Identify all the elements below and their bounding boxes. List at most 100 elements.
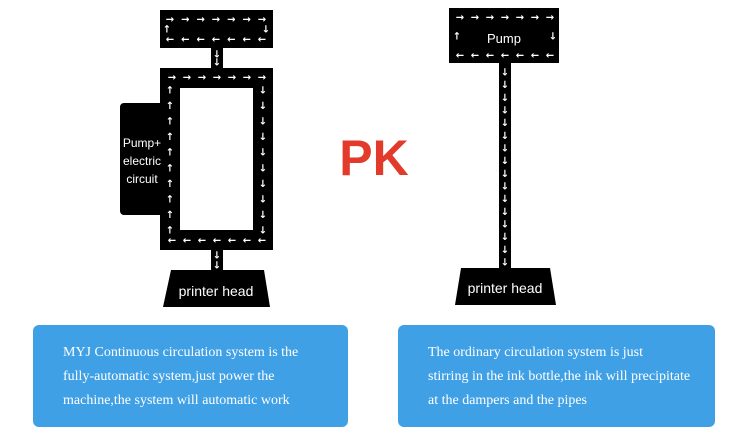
flow-arrow-down-icon: ↓ (259, 86, 267, 97)
flow-arrow-down-icon: ↓ (501, 245, 509, 256)
flow-arrow-down-icon: ↓ (501, 106, 509, 117)
flow-arrow-right-icon: → (486, 13, 494, 24)
left-pump-label-1: Pump+ (123, 136, 161, 150)
left-pump-label-3: circuit (126, 172, 158, 186)
flow-arrow-down-icon: ↓ (501, 207, 509, 218)
flow-arrow-left-icon: ← (501, 51, 509, 62)
flow-arrow-right-icon: → (168, 73, 176, 84)
right-pipe (499, 63, 511, 268)
flow-arrow-left-icon: ← (531, 51, 539, 62)
flow-arrow-up-icon: ↑ (166, 226, 174, 237)
flow-arrow-down-icon: ↓ (501, 144, 509, 155)
flow-arrow-left-icon: ← (486, 51, 494, 62)
flow-arrow-down-icon: ↓ (501, 93, 509, 104)
flow-arrow-up-icon: ↑ (166, 117, 174, 128)
flow-arrow-down-icon: ↓ (259, 194, 267, 205)
flow-arrow-right-icon: → (228, 73, 236, 84)
flow-arrow-right-icon: → (183, 73, 191, 84)
flow-arrow-left-icon: ← (258, 35, 266, 46)
flow-arrow-down-icon: ↓ (259, 132, 267, 143)
left-pump-label-2: electric (123, 154, 161, 168)
flow-arrow-up-icon: ↑ (166, 132, 174, 143)
flow-arrow-up-icon: ↑ (166, 194, 174, 205)
left-caption-line-2: fully-automatic system,just power the (63, 369, 275, 384)
flow-arrow-right-icon: → (456, 13, 464, 24)
flow-arrow-up-icon: ↑ (453, 32, 461, 43)
flow-arrow-left-icon: ← (166, 35, 174, 46)
flow-arrow-down-icon: ↓ (213, 58, 221, 69)
right-head-label: printer head (468, 280, 543, 296)
flow-arrow-up-icon: ↑ (166, 163, 174, 174)
left-system: →→→→→→→←←←←←←←↑↓↓↓→→→→→→→↓↓↓↓↓↓↓↓↓↓←←←←←… (120, 10, 273, 307)
flow-arrow-right-icon: → (198, 73, 206, 84)
flow-arrow-up-icon: ↑ (166, 86, 174, 97)
flow-arrow-down-icon: ↓ (259, 163, 267, 174)
flow-arrow-left-icon: ← (227, 35, 235, 46)
flow-arrow-left-icon: ← (258, 236, 266, 247)
flow-arrow-right-icon: → (531, 13, 539, 24)
flow-arrow-up-icon: ↑ (166, 148, 174, 159)
flow-arrow-right-icon: → (258, 15, 266, 26)
flow-arrow-down-icon: ↓ (213, 261, 221, 272)
right-caption-box: The ordinary circulation system is just … (398, 325, 715, 427)
left-flow-arrows: →→→→→→→←←←←←←←↑↓↓↓→→→→→→→↓↓↓↓↓↓↓↓↓↓←←←←←… (163, 15, 270, 272)
flow-arrow-down-icon: ↓ (501, 80, 509, 91)
flow-arrow-up-icon: ↑ (163, 25, 171, 36)
flow-arrow-down-icon: ↓ (213, 251, 221, 262)
left-caption-line-1: MYJ Continuous circulation system is the (63, 345, 299, 360)
flow-arrow-left-icon: ← (213, 236, 221, 247)
flow-arrow-down-icon: ↓ (259, 101, 267, 112)
left-main-loop (160, 68, 273, 250)
flow-arrow-left-icon: ← (228, 236, 236, 247)
left-printer-head (163, 270, 270, 307)
flow-arrow-down-icon: ↓ (501, 220, 509, 231)
right-pump-box (449, 8, 559, 63)
flow-arrow-up-icon: ↑ (166, 210, 174, 221)
flow-arrow-down-icon: ↓ (501, 182, 509, 193)
flow-arrow-left-icon: ← (516, 51, 524, 62)
flow-arrow-left-icon: ← (546, 51, 554, 62)
left-pump-block (120, 103, 165, 215)
flow-arrow-down-icon: ↓ (262, 25, 270, 36)
flow-arrow-right-icon: → (243, 73, 251, 84)
flow-arrow-down-icon: ↓ (259, 210, 267, 221)
flow-arrow-up-icon: ↑ (166, 179, 174, 190)
left-top-reservoir (160, 10, 273, 48)
flow-arrow-right-icon: → (227, 15, 235, 26)
right-pump-label: Pump (487, 31, 521, 46)
flow-arrow-right-icon: → (242, 15, 250, 26)
flow-arrow-down-icon: ↓ (501, 169, 509, 180)
flow-arrow-left-icon: ← (212, 35, 220, 46)
flow-arrow-down-icon: ↓ (501, 68, 509, 79)
flow-arrow-left-icon: ← (243, 236, 251, 247)
flow-arrow-down-icon: ↓ (501, 194, 509, 205)
flow-arrow-right-icon: → (471, 13, 479, 24)
left-head-label: printer head (179, 283, 254, 299)
flow-arrow-left-icon: ← (168, 236, 176, 247)
flow-arrow-right-icon: → (501, 13, 509, 24)
flow-arrow-right-icon: → (213, 73, 221, 84)
flow-arrow-down-icon: ↓ (259, 226, 267, 237)
left-lower-connector (211, 250, 223, 270)
flow-arrow-right-icon: → (212, 15, 220, 26)
flow-arrow-down-icon: ↓ (213, 50, 221, 61)
right-system: →→→→→→→←←←←←←←↑↓↓↓↓↓↓↓↓↓↓↓↓↓↓↓↓↓ Pump pr… (449, 8, 559, 305)
flow-arrow-down-icon: ↓ (259, 148, 267, 159)
right-flow-arrows: →→→→→→→←←←←←←←↑↓↓↓↓↓↓↓↓↓↓↓↓↓↓↓↓↓ (453, 13, 557, 269)
left-caption-box: MYJ Continuous circulation system is the… (33, 325, 348, 427)
flow-arrow-right-icon: → (258, 73, 266, 84)
flow-arrow-down-icon: ↓ (501, 232, 509, 243)
flow-arrow-right-icon: → (516, 13, 524, 24)
flow-arrow-left-icon: ← (198, 236, 206, 247)
flow-arrow-left-icon: ← (196, 35, 204, 46)
flow-arrow-down-icon: ↓ (501, 156, 509, 167)
right-caption-line-1: The ordinary circulation system is just (428, 345, 644, 360)
left-caption-line-3: machine,the system will automatic work (63, 393, 290, 408)
flow-arrow-down-icon: ↓ (501, 258, 509, 269)
flow-arrow-left-icon: ← (181, 35, 189, 46)
flow-arrow-down-icon: ↓ (259, 117, 267, 128)
right-printer-head (455, 268, 556, 305)
flow-arrow-down-icon: ↓ (501, 131, 509, 142)
left-upper-connector (211, 48, 223, 68)
